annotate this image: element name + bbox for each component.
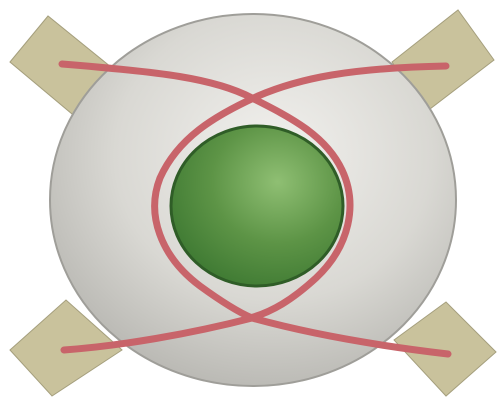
inner-core <box>171 126 343 286</box>
